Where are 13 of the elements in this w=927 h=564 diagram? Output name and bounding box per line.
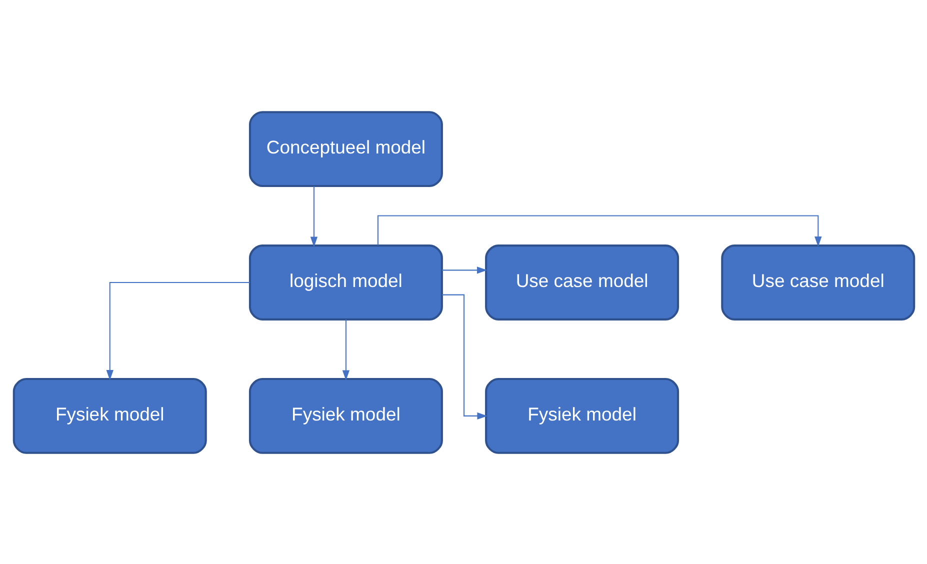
node-box: Use case model (720, 244, 915, 320)
node-box: Fysiek model (484, 377, 679, 454)
arrow (310, 186, 318, 247)
node-box: Use case model (484, 244, 679, 320)
arrow (376, 214, 822, 246)
arrow (441, 266, 487, 274)
arrow (106, 281, 250, 380)
node-box: Conceptueel model (248, 110, 442, 187)
node-box: Fysiek model (12, 377, 206, 454)
arrow (442, 294, 487, 420)
arrow (342, 319, 350, 380)
node-box: logisch model (248, 244, 442, 320)
node-box: Fysiek model (248, 377, 442, 454)
